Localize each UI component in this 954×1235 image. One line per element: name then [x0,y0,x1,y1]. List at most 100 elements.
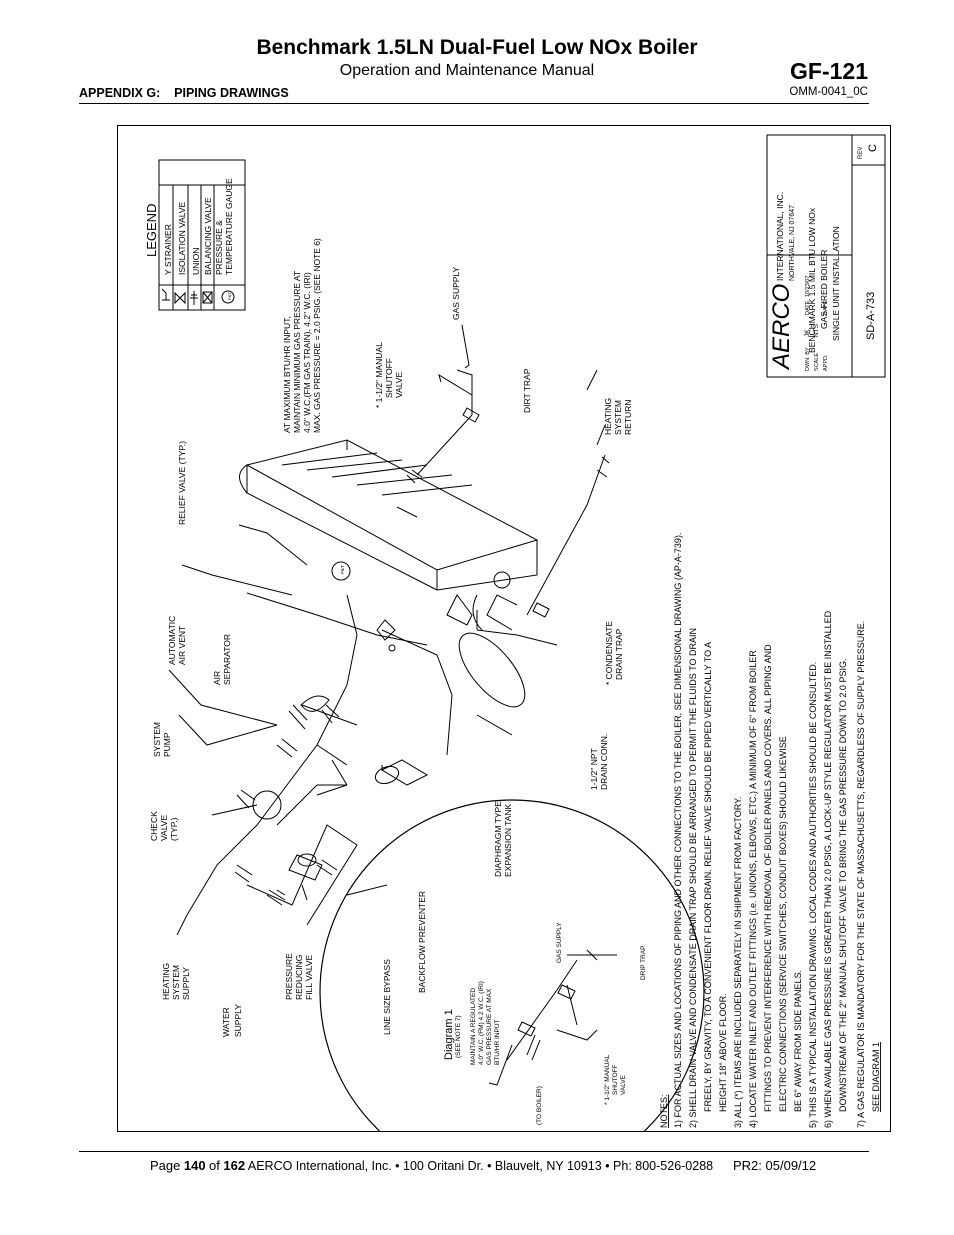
gas-note-line2: MAINTAIN MINIMUM GAS PRESSURE AT [292,271,302,433]
drawing-frame [117,125,891,1132]
shutoff-line3: VALVE [394,372,404,398]
isolation-valve-icon [174,291,186,305]
heating-supply-line2: SYSTEM [171,965,181,1000]
aerco-logo: AERCO [768,284,795,371]
bypass-and-backflow [246,824,358,926]
note-4c: ELECTRIC CONNECTIONS (SERVICE SWITCHES, … [778,736,788,1112]
diagram-1: Diagram 1 (SEE NOTE 7) MAINTAIN A REGULA… [319,799,705,1132]
note-7-see-diagram: SEE DIAGRAM 1 [871,1042,881,1112]
gas-note-line1: AT MAXIMUM BTU/HR INPUT, [282,316,292,433]
legend-title: LEGEND [144,204,159,257]
water-supply-line1: WATER [221,1007,231,1037]
note-4b: FITTINGS TO PREVENT INTERFERENCE WITH RE… [763,644,773,1112]
balancing-valve-icon [202,291,213,304]
header-rule [79,103,869,104]
appd-label: APPD. [823,354,829,371]
check-valve-line1: CHECK [149,811,159,841]
scale-label: SCALE [814,353,820,371]
heating-return-line2: SYSTEM [613,400,623,435]
section-heading: APPENDIX G: PIPING DRAWINGS [79,86,289,100]
leader-lines [168,369,606,901]
diagram1-shutoff-3: VALVE [620,1074,627,1095]
relief-valve-label: RELIEF VALVE (TYP.) [177,441,187,525]
pt-gauge-text: P&T [340,565,345,574]
drawing-number: SD-A-733 [865,292,877,340]
footer-page-num: 140 [183,1158,206,1173]
date-label-2: DATE [823,300,829,315]
gas-note-line4: MAX. GAS PRESSURE = 2.0 PSIG. (SEE NOTE … [312,238,322,433]
diagram1-see-note: (SEE NOTE 7) [455,1015,462,1058]
expansion-tank-line2: EXPANSION TANK [503,803,513,877]
note-6a: 6) WHEN AVAILABLE GAS PRESSURE IS GREATE… [823,610,833,1128]
notes-block: NOTES: 1) FOR ACTUAL SIZES AND LOCATIONS… [659,533,881,1128]
shutoff-line1: * 1-1/2" MANUAL [374,342,384,408]
air-separator-line2: SEPARATOR [222,634,232,685]
pt-gauge [331,561,351,581]
page-subtitle: Operation and Maintenance Manual [339,62,595,79]
footer-page-word: Page [150,1158,181,1173]
diagram1-maintain-4: BTU/HR INPUT [494,1019,501,1065]
gas-note-label: AT MAXIMUM BTU/HR INPUT, MAINTAIN MINIMU… [282,238,322,433]
supply-piping [176,592,453,936]
note-4d: BE 6" AWAY FROM SIDE PANELS. [793,970,803,1112]
diagram1-to-boiler: (TO BOILER) [536,1086,543,1125]
note-2a: 2) SHELL DRAIN VALVE AND CONDENSATE DRAI… [688,628,698,1128]
footer-rule [79,1151,869,1152]
legend: LEGEND Y STRAINER ISOLATION VALVE UNION … [144,159,246,311]
pt-gauge-icon [221,290,235,304]
drain-conn-line2: DRAIN CONN. [599,734,609,790]
date-label-1: DATE [805,300,811,315]
bypass-label: LINE SIZE BYPASS [382,959,392,1035]
note-2c: HEIGHT 18" ABOVE FLOOR. [718,993,728,1112]
date-value: 10/23/07 [805,276,811,297]
prv-line2: REDUCING [294,955,304,1000]
pump-line1: SYSTEM [152,722,162,757]
manual-number: OMM-0041_0C [789,86,868,98]
heating-return-piping [472,454,610,631]
shutoff-line2: SHUTOFF [384,358,394,398]
gas-note-line3: 4.0" W.C.(FM GAS TRAIN), 4.2" W.C. (IRI) [302,272,312,433]
note-5: 5) THIS IS A TYPICAL INSTALLATION DRAWIN… [808,662,818,1128]
notes-heading: NOTES: [659,1094,669,1128]
footer-company: AERCO International, Inc. • 100 Oritani … [247,1159,714,1173]
legend-ptg-symbol: P&T [227,292,232,300]
expansion-tank-line1: DIAPHRAGM TYPE [493,801,503,877]
dwn-by-value: JK [804,329,811,337]
heating-return-line1: HEATING [603,398,613,435]
condensate-line2: DRAIN TRAP [614,628,624,680]
gas-piping [406,324,480,484]
note-2b: FREELY, BY GRAVITY, TO A CONVENIENT FLOO… [703,642,713,1112]
footer-of-word: of [209,1158,220,1173]
prv-line3: FILL VALVE [304,954,314,1000]
legend-item-pressure: PRESSURE & [214,220,224,275]
note-1: 1) FOR ACTUAL SIZES AND LOCATIONS OF PIP… [673,533,683,1128]
water-supply-line2: SUPPLY [233,1004,243,1037]
desc-line3: SINGLE UNIT INSTALLATION [831,226,841,341]
diagram1-title: Diagram 1 [443,1009,455,1060]
footer-page-total: 162 [223,1158,246,1173]
note-4a: 4) LOCATE WATER INLET AND OUTLET FITTING… [748,650,758,1128]
legend-item-y-strainer: Y STRAINER [163,224,173,275]
air-separator-line1: AIR [212,671,222,685]
footer-revision: PR2: 05/09/12 [733,1158,817,1173]
legend-item-balancing-valve: BALANCING VALVE [203,197,213,275]
note-3: 3) ALL (*) ITEMS ARE INCLUDED SEPARATELY… [733,797,743,1128]
company-line2: NORTHVALE, NJ 07647 [789,205,796,281]
rev-value: C [867,144,879,152]
desc-line2: GAS FIRED BOILER [819,250,829,329]
note-6b: DOWNSTREAM OF THE 2" MANUAL SHUTOFF VALV… [838,659,848,1112]
diagram1-gas-supply: GAS SUPPLY [556,922,563,963]
gas-supply-label: GAS SUPPLY [451,266,461,320]
backflow-label: BACKFLOW PREVENTER [417,891,427,993]
diagram1-maintain-1: MAINTAIN A REGULATED [470,988,477,1065]
diagram1-maintain-2: 4.0" W.C. (FM) 4.2 W.C. (IRI) [478,981,485,1065]
title-block: AERCO INTERNATIONAL, INC. NORTHVALE, NJ … [766,134,886,378]
condensate-drain-trap [446,594,526,708]
legend-item-isolation-valve: ISOLATION VALVE [177,201,187,275]
expansion-tank [316,759,429,796]
diagram1-drip-trap: DRIP TRAP [640,946,647,980]
air-vent-line1: AUTOMATIC [167,616,177,665]
dirt-trap-label: DIRT TRAP [522,368,532,413]
legend-item-union: UNION [191,248,201,275]
legend-item-temperature-gauge: TEMPERATURE GAUGE [224,178,234,275]
